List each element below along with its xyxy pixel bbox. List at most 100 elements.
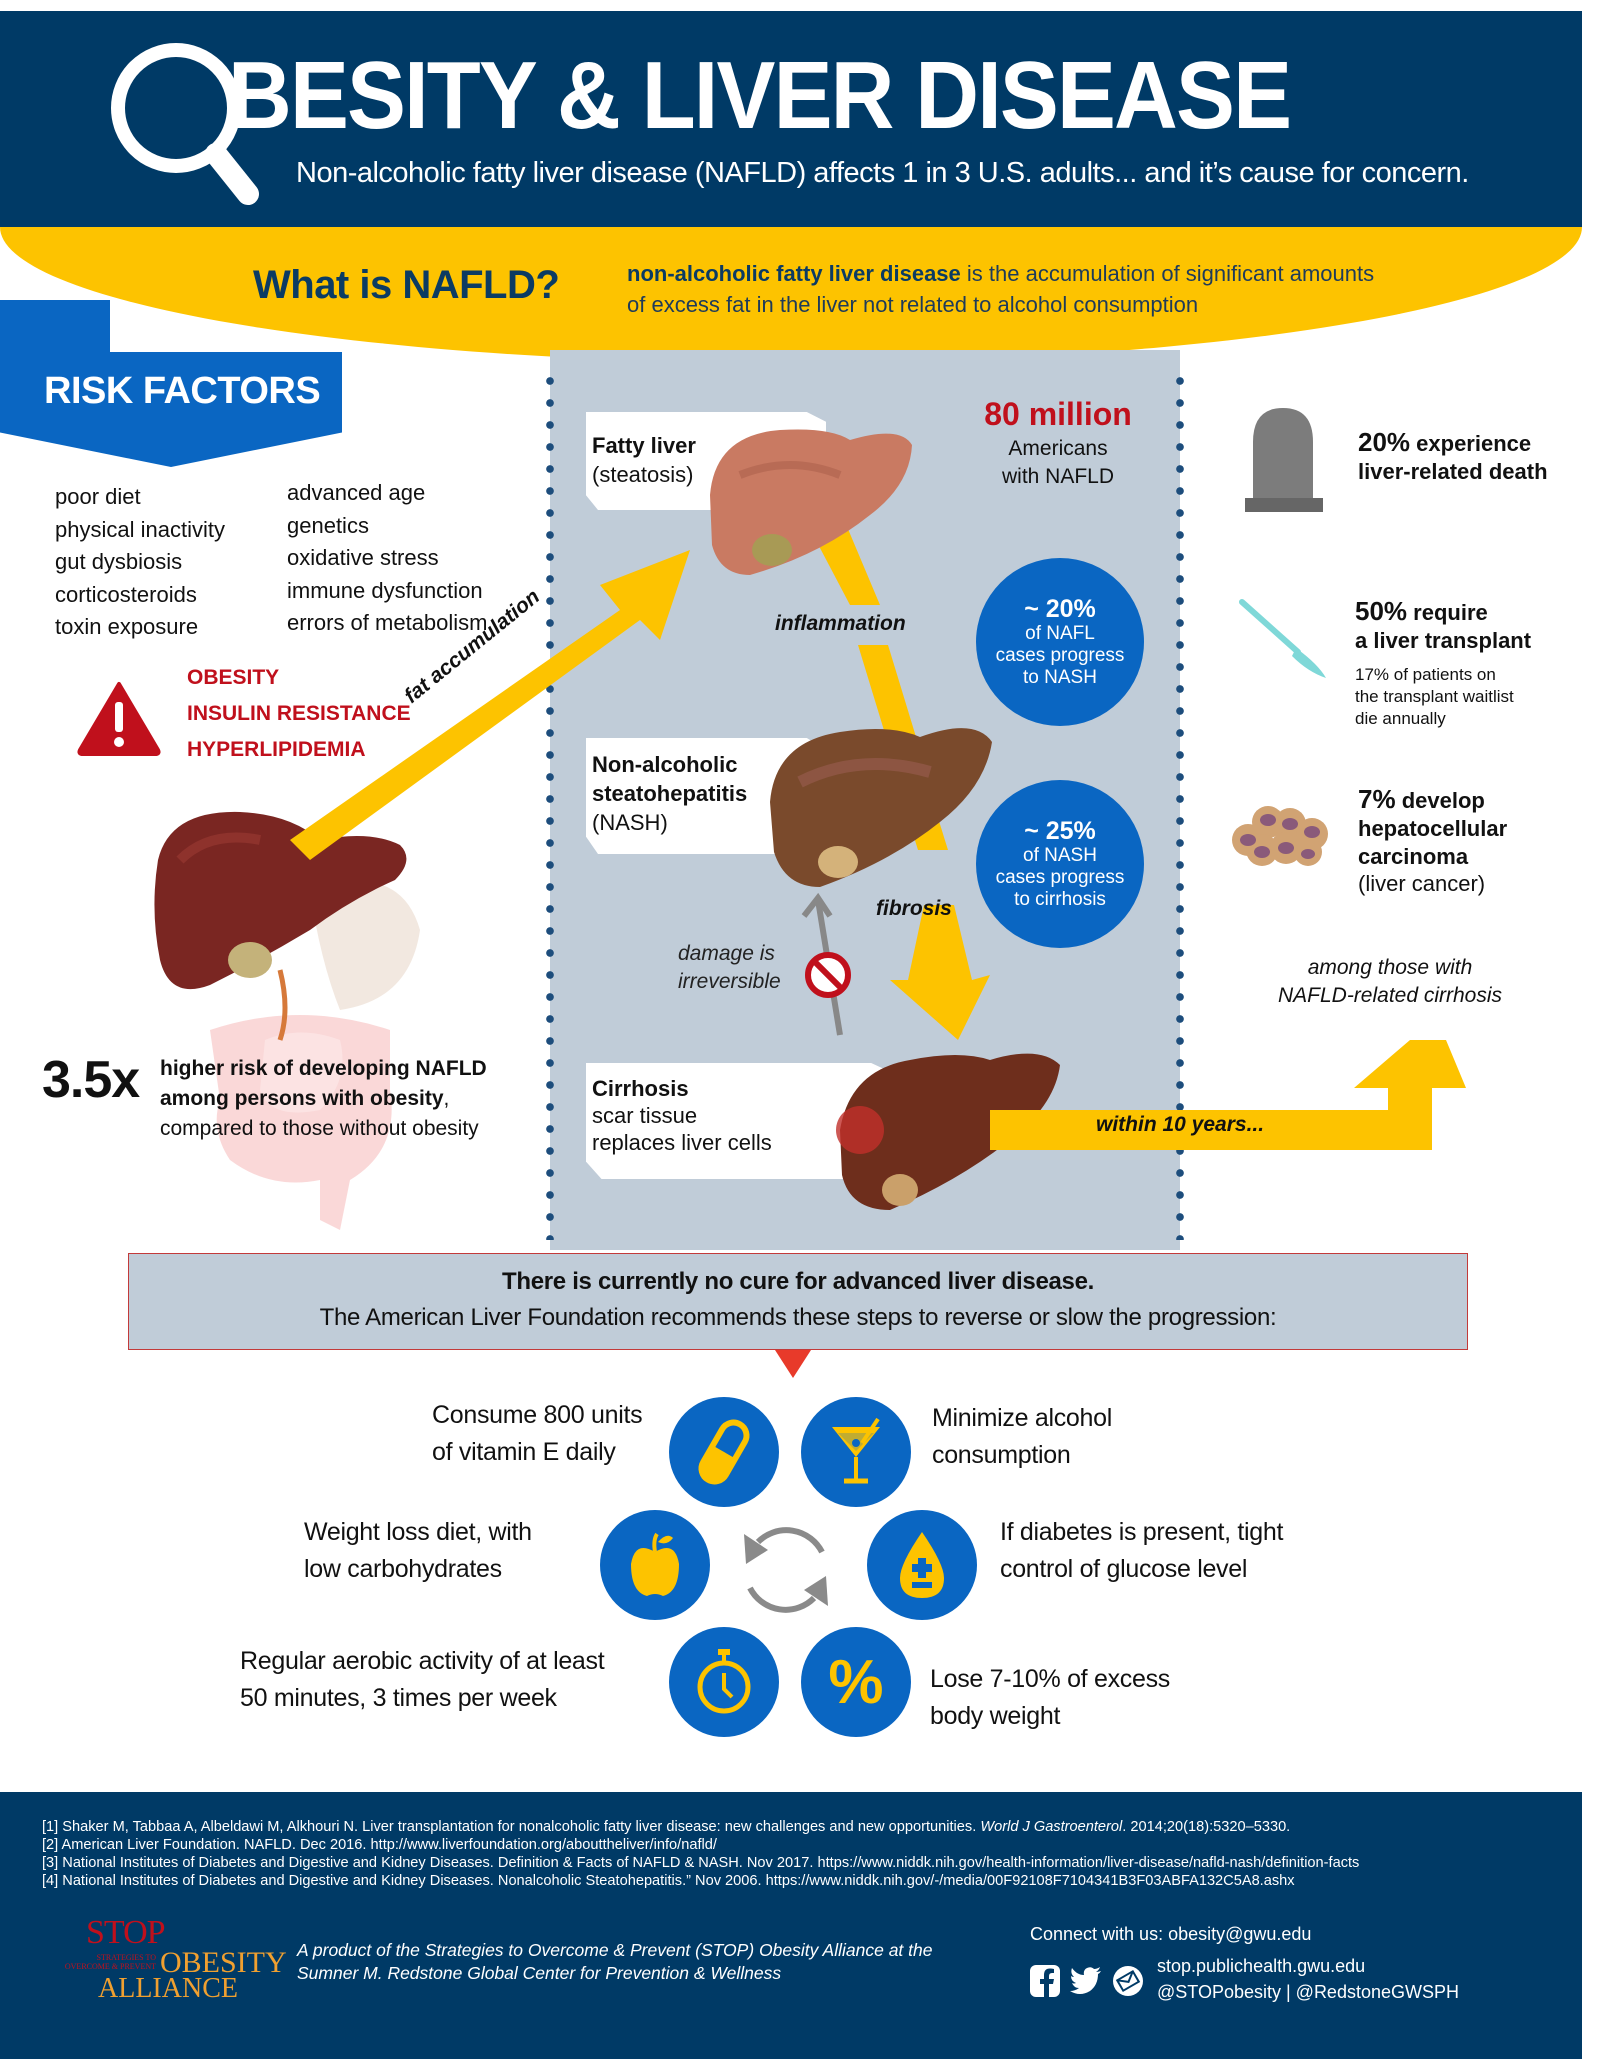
rec-line: Consume 800 units xyxy=(432,1401,643,1429)
bubble-percent: ~ 20% xyxy=(1024,595,1096,623)
note-line: die annually xyxy=(1355,709,1446,728)
logo-tagline-line: STRATEGIES TO xyxy=(96,1953,157,1962)
outcome-text: a liver transplant xyxy=(1355,628,1532,653)
major-risk-factor: INSULIN RESISTANCE xyxy=(187,702,411,725)
bubble-line: to cirrhosis xyxy=(1014,889,1106,910)
outcome-text: carcinoma xyxy=(1358,844,1469,869)
risk-line: compared to those without obesity xyxy=(160,1117,479,1140)
pill-icon xyxy=(669,1397,779,1507)
note-line: among those with xyxy=(1307,956,1473,979)
stat-bubble-nash-to-cirrhosis: ~ 25% of NASH cases progress to cirrhosi… xyxy=(976,780,1144,948)
rec-line: of vitamin E daily xyxy=(432,1438,616,1466)
social-handles[interactable]: @STOPobesity | @RedstoneGWSPH xyxy=(1157,1982,1459,2002)
bubble-line: of NASH xyxy=(1023,845,1097,866)
stage-line: scar tissue xyxy=(592,1103,698,1128)
logo-obesity: OBESITY xyxy=(160,1946,287,1979)
risk-factor: gut dysbiosis xyxy=(55,549,183,574)
stopwatch-icon xyxy=(669,1627,779,1737)
cancer-cells-icon xyxy=(1232,806,1328,866)
stage-nash: Non-alcoholic steatohepatitis (NASH) xyxy=(592,750,747,837)
email-icon[interactable] xyxy=(1112,1965,1144,1997)
note-line: NAFLD-related cirrhosis xyxy=(1277,984,1503,1007)
callout-pointer xyxy=(775,1350,811,1378)
connect-email[interactable]: Connect with us: obesity@gwu.edu xyxy=(1030,1924,1312,1944)
outcome-carcinoma: 7% develop hepatocellular carcinoma xyxy=(1358,785,1507,871)
no-cure-subline: The American Liver Foundation recommends… xyxy=(319,1304,1277,1331)
risk-factor: immune dysfunction xyxy=(287,577,483,603)
reference-text: . 2014;20(18):5320–5330. xyxy=(1122,1819,1291,1835)
recommendation-alcohol: Minimize alcohol consumption xyxy=(932,1400,1112,1474)
outcome-text: liver-related death xyxy=(1358,459,1548,484)
logo-alliance: ALLIANCE xyxy=(98,1973,238,2004)
logo-stop: STOP xyxy=(86,1914,166,1951)
outcome-percent: 20% xyxy=(1358,427,1411,457)
rec-line: consumption xyxy=(932,1441,1071,1469)
stage-title: Fatty liver xyxy=(592,433,696,458)
scalpel-icon xyxy=(1239,599,1326,678)
definition-term: non-alcoholic fatty liver disease xyxy=(627,261,961,286)
credit-line: A product of the Strategies to Overcome … xyxy=(297,1940,933,1960)
risk-factor: advanced age xyxy=(287,480,426,505)
risk-factor: oxidative stress xyxy=(287,545,439,570)
band-accent xyxy=(0,300,110,360)
caption-line: with NAFLD xyxy=(1001,465,1115,488)
magnifier-icon xyxy=(111,43,259,205)
outcome-percent: 7% xyxy=(1358,784,1396,814)
stage-cirrhosis: Cirrhosis scar tissue replaces liver cel… xyxy=(592,1075,772,1156)
outcome-transplant: 50% require a liver transplant xyxy=(1355,597,1531,655)
risk-factor: poor diet xyxy=(55,484,141,509)
rec-line: If diabetes is present, tight xyxy=(1000,1518,1284,1546)
tombstone-icon xyxy=(1245,408,1323,512)
page-subtitle: Non-alcoholic fatty liver disease (NAFLD… xyxy=(296,157,1469,189)
risk-factors-column-1: poor diet physical inactivity gut dysbio… xyxy=(55,481,225,644)
outcome-text: hepatocellular xyxy=(1358,816,1508,841)
website-link[interactable]: stop.publichealth.gwu.edu xyxy=(1157,1956,1366,1976)
reference-item[interactable]: [3] National Institutes of Diabetes and … xyxy=(42,1855,1360,1871)
rec-line: Regular aerobic activity of at least xyxy=(240,1647,605,1675)
stage-fatty-liver: Fatty liver (steatosis) xyxy=(592,431,696,489)
fatty-liver-illustration xyxy=(710,429,912,575)
credit-line: Sumner M. Redstone Global Center for Pre… xyxy=(297,1963,782,1983)
stat-80-million: 80 million xyxy=(984,396,1132,432)
risk-line: among persons with obesity xyxy=(160,1087,444,1110)
risk-factor: errors of metabolism xyxy=(287,610,488,635)
rec-line: Weight loss diet, with xyxy=(304,1518,532,1546)
outcome-percent: 50% xyxy=(1355,596,1408,626)
outcome-carcinoma-note: (liver cancer) xyxy=(1358,871,1486,896)
bubble-line: cases progress xyxy=(995,645,1125,666)
rec-line: body weight xyxy=(930,1702,1061,1730)
twitter-icon[interactable] xyxy=(1070,1967,1102,1995)
svg-text:%: % xyxy=(828,1648,883,1717)
stage-subtitle: (steatosis) xyxy=(592,462,694,487)
references: [1] Shaker M, Tabbaa A, Albeldawi M, Alk… xyxy=(42,1818,1359,1890)
risk-factor: corticosteroids xyxy=(55,581,197,607)
rec-line: 50 minutes, 3 times per week xyxy=(240,1684,557,1712)
risk-factor: genetics xyxy=(287,512,369,538)
irreversible-line: damage is xyxy=(678,942,775,965)
cycle-arrows-icon xyxy=(744,1527,828,1613)
risk-factors-column-2: advanced age genetics oxidative stress i… xyxy=(287,477,488,640)
reference-item[interactable]: [2] American Liver Foundation. NAFLD. De… xyxy=(42,1837,717,1853)
header-banner xyxy=(0,11,1582,227)
product-credit: A product of the Strategies to Overcome … xyxy=(297,1939,932,1985)
transition-fibrosis: fibrosis xyxy=(876,897,952,920)
irreversible-note: damage is irreversible xyxy=(678,940,781,996)
outcome-text: experience xyxy=(1410,431,1532,456)
recommendation-weight-loss: Lose 7-10% of excess body weight xyxy=(930,1661,1170,1735)
stage-title: Cirrhosis xyxy=(592,1076,689,1101)
fat-accumulation-arrow xyxy=(290,550,690,860)
prohibited-icon xyxy=(805,952,851,998)
facebook-icon[interactable] xyxy=(1030,1965,1060,1997)
note-line: the transplant waitlist xyxy=(1355,687,1514,706)
reference-journal: World J Gastroenterol xyxy=(980,1819,1123,1835)
risk-multiplier-text: higher risk of developing NAFLD among pe… xyxy=(160,1054,487,1144)
logo-tagline-line: OVERCOME & PREVENT xyxy=(64,1962,156,1971)
outcome-text: require xyxy=(1407,600,1488,625)
rec-line: Minimize alcohol xyxy=(932,1404,1112,1432)
reference-item[interactable]: [4] National Institutes of Diabetes and … xyxy=(42,1873,1295,1889)
glucose-drop-icon xyxy=(867,1510,977,1620)
major-risk-factor: OBESITY xyxy=(187,666,280,689)
within-10-years-label: within 10 years... xyxy=(1096,1113,1265,1136)
logo-tagline: STRATEGIES TO OVERCOME & PREVENT xyxy=(44,1953,156,1971)
bubble-line: cases progress xyxy=(995,867,1125,888)
